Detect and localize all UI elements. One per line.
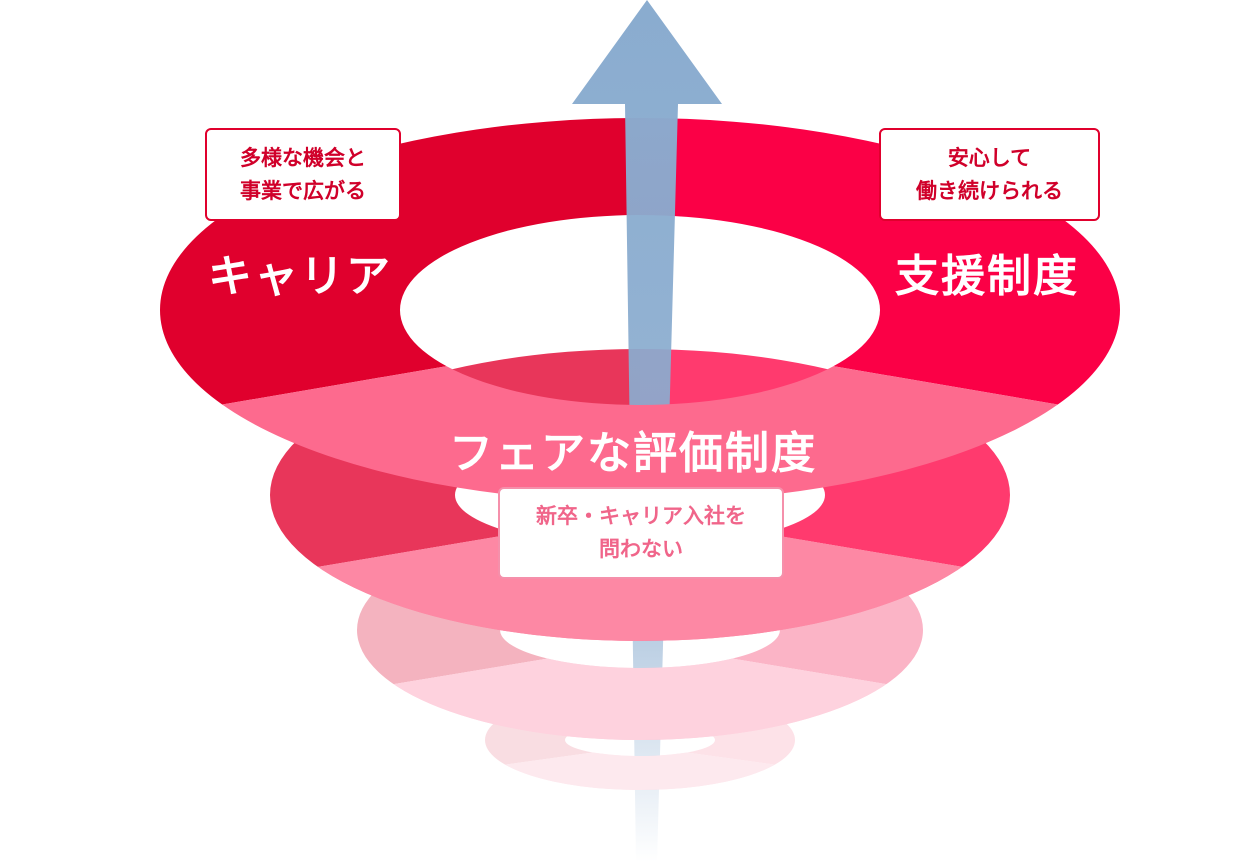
callout-line: 問わない (599, 537, 683, 561)
career-callout: 多様な機会と 事業で広がる (205, 128, 401, 221)
evaluation-callout: 新卒・キャリア入社を 問わない (498, 487, 784, 579)
callout-line: 事業で広がる (240, 178, 366, 203)
callout-line: 新卒・キャリア入社を (536, 504, 746, 528)
ring-career-support-front-band (160, 333, 1120, 502)
ring-4-front-band (485, 746, 795, 790)
support-system-label: 支援制度 (895, 251, 1079, 302)
ring-3-front-band (357, 643, 923, 740)
callout-line: 働き続けられる (916, 178, 1063, 203)
callout-line: 多様な機会と (240, 145, 366, 170)
callout-line: 安心して (947, 145, 1032, 170)
support-callout: 安心して 働き続けられる (879, 128, 1100, 221)
fair-evaluation-label: フェアな評価制度 (449, 428, 817, 479)
career-label: キャリア (208, 251, 392, 302)
ring-2-front-band (270, 512, 1010, 641)
